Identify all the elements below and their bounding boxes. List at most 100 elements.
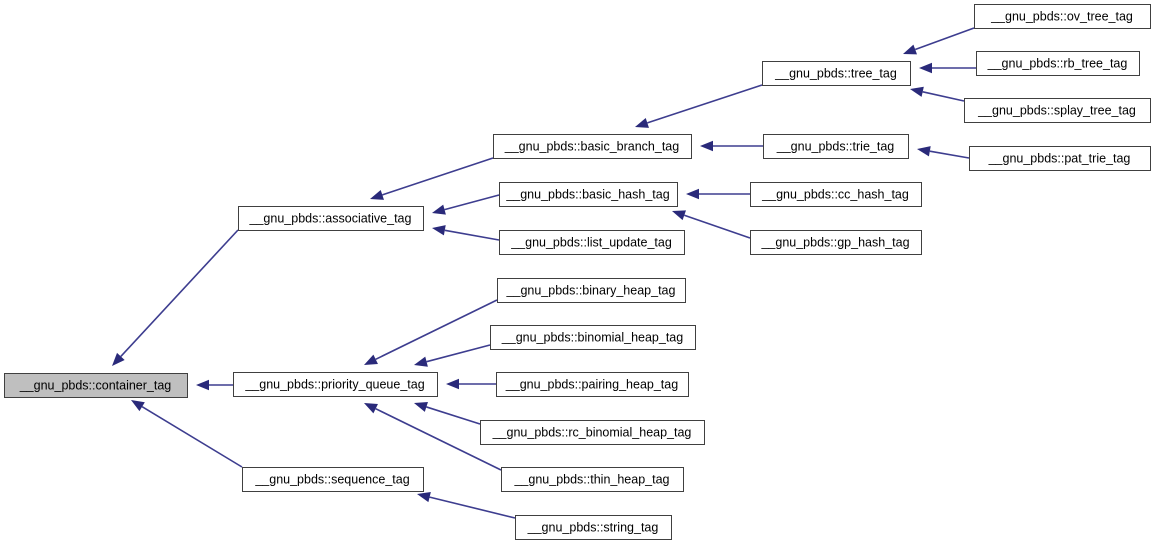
arrowhead-icon xyxy=(635,117,649,128)
node-ov_tree_tag[interactable]: __gnu_pbds::ov_tree_tag xyxy=(974,4,1151,29)
arrowhead-icon xyxy=(417,492,431,503)
node-box[interactable] xyxy=(750,230,922,255)
node-pairing_heap_tag[interactable]: __gnu_pbds::pairing_heap_tag xyxy=(496,372,689,397)
node-label: __gnu_pbds::trie_tag xyxy=(776,139,895,153)
node-label: __gnu_pbds::rb_tree_tag xyxy=(987,56,1128,70)
edge-line xyxy=(922,91,965,102)
node-box[interactable] xyxy=(493,134,692,159)
arrowhead-icon xyxy=(432,225,446,236)
node-rb_tree_tag[interactable]: __gnu_pbds::rb_tree_tag xyxy=(976,51,1140,76)
node-label: __gnu_pbds::rc_binomial_heap_tag xyxy=(492,425,692,439)
node-basic_branch_tag[interactable]: __gnu_pbds::basic_branch_tag xyxy=(493,134,692,159)
edge-line xyxy=(382,157,494,196)
edge-line xyxy=(375,299,498,361)
node-box[interactable] xyxy=(515,515,672,540)
edge-rb_tree_tag-to-tree_tag xyxy=(919,62,976,74)
node-label: __gnu_pbds::string_tag xyxy=(527,520,659,534)
node-label: __gnu_pbds::pat_trie_tag xyxy=(988,151,1131,165)
arrowhead-icon xyxy=(414,401,428,412)
arrowhead-icon xyxy=(364,354,378,365)
nodes-layer: __gnu_pbds::container_tag __gnu_pbds::ass… xyxy=(4,4,1151,540)
node-pat_trie_tag[interactable]: __gnu_pbds::pat_trie_tag xyxy=(969,146,1151,171)
node-box[interactable] xyxy=(490,325,696,350)
node-label: __gnu_pbds::cc_hash_tag xyxy=(761,187,909,201)
arrowhead-icon xyxy=(903,44,917,55)
edge-line xyxy=(426,344,491,363)
node-box[interactable] xyxy=(964,98,1151,123)
node-list_update_tag[interactable]: __gnu_pbds::list_update_tag xyxy=(499,230,685,255)
edge-line xyxy=(914,27,975,51)
edge-thin_heap_tag-to-priority_queue_tag xyxy=(364,403,502,471)
node-basic_hash_tag[interactable]: __gnu_pbds::basic_hash_tag xyxy=(499,182,678,207)
edge-ov_tree_tag-to-tree_tag xyxy=(903,27,975,55)
node-box[interactable] xyxy=(762,61,911,86)
node-box[interactable] xyxy=(969,146,1151,171)
node-label: __gnu_pbds::splay_tree_tag xyxy=(977,103,1136,117)
node-rc_binomial_heap_tag[interactable]: __gnu_pbds::rc_binomial_heap_tag xyxy=(480,420,705,445)
arrowhead-icon xyxy=(672,210,686,221)
node-cc_hash_tag[interactable]: __gnu_pbds::cc_hash_tag xyxy=(750,182,922,207)
arrowhead-icon xyxy=(364,403,378,414)
edge-line xyxy=(444,229,500,241)
node-box[interactable] xyxy=(499,230,685,255)
node-label: __gnu_pbds::binary_heap_tag xyxy=(506,283,676,297)
node-box[interactable] xyxy=(976,51,1140,76)
node-label: __gnu_pbds::associative_tag xyxy=(249,211,412,225)
edge-line xyxy=(120,229,239,358)
edge-cc_hash_tag-to-basic_hash_tag xyxy=(686,188,750,200)
node-box[interactable] xyxy=(974,4,1151,29)
arrowhead-icon xyxy=(131,400,145,412)
edge-tree_tag-to-basic_branch_tag xyxy=(635,84,763,128)
node-box[interactable] xyxy=(496,372,689,397)
node-associative_tag[interactable]: __gnu_pbds::associative_tag xyxy=(238,206,424,231)
node-box[interactable] xyxy=(242,467,424,492)
node-box[interactable] xyxy=(497,278,686,303)
edge-binomial_heap_tag-to-priority_queue_tag xyxy=(414,344,491,367)
node-thin_heap_tag[interactable]: __gnu_pbds::thin_heap_tag xyxy=(501,467,684,492)
node-gp_hash_tag[interactable]: __gnu_pbds::gp_hash_tag xyxy=(750,230,922,255)
node-box[interactable] xyxy=(4,373,188,398)
node-label: __gnu_pbds::basic_branch_tag xyxy=(504,139,679,153)
node-box[interactable] xyxy=(480,420,705,445)
node-box[interactable] xyxy=(233,372,438,397)
node-container_tag[interactable]: __gnu_pbds::container_tag xyxy=(4,373,188,398)
edge-gp_hash_tag-to-basic_hash_tag xyxy=(672,210,751,239)
node-label: __gnu_pbds::pairing_heap_tag xyxy=(505,377,678,391)
node-label: __gnu_pbds::priority_queue_tag xyxy=(244,377,424,391)
arrowhead-icon xyxy=(370,189,384,200)
node-splay_tree_tag[interactable]: __gnu_pbds::splay_tree_tag xyxy=(964,98,1151,123)
edge-line xyxy=(426,406,481,425)
edge-line xyxy=(375,407,502,471)
arrowhead-icon xyxy=(196,379,209,391)
node-box[interactable] xyxy=(763,134,909,159)
edges-layer xyxy=(112,27,976,519)
node-binary_heap_tag[interactable]: __gnu_pbds::binary_heap_tag xyxy=(497,278,686,303)
node-box[interactable] xyxy=(501,467,684,492)
arrowhead-icon xyxy=(700,140,713,152)
node-trie_tag[interactable]: __gnu_pbds::trie_tag xyxy=(763,134,909,159)
node-priority_queue_tag[interactable]: __gnu_pbds::priority_queue_tag xyxy=(233,372,438,397)
node-label: __gnu_pbds::ov_tree_tag xyxy=(990,9,1133,23)
node-tree_tag[interactable]: __gnu_pbds::tree_tag xyxy=(762,61,911,86)
edge-line xyxy=(429,496,516,519)
node-box[interactable] xyxy=(750,182,922,207)
arrowhead-icon xyxy=(446,378,459,390)
node-box[interactable] xyxy=(499,182,678,207)
edge-priority_queue_tag-to-container_tag xyxy=(196,379,233,391)
edge-line xyxy=(684,214,751,239)
edge-string_tag-to-sequence_tag xyxy=(417,492,516,519)
edge-sequence_tag-to-container_tag xyxy=(131,400,243,468)
node-binomial_heap_tag[interactable]: __gnu_pbds::binomial_heap_tag xyxy=(490,325,696,350)
node-label: __gnu_pbds::container_tag xyxy=(19,378,172,392)
arrowhead-icon xyxy=(686,188,699,200)
node-label: __gnu_pbds::gp_hash_tag xyxy=(760,235,909,249)
edge-rc_binomial_heap_tag-to-priority_queue_tag xyxy=(414,401,481,425)
node-string_tag[interactable]: __gnu_pbds::string_tag xyxy=(515,515,672,540)
node-sequence_tag[interactable]: __gnu_pbds::sequence_tag xyxy=(242,467,424,492)
edge-line xyxy=(141,406,243,468)
node-box[interactable] xyxy=(238,206,424,231)
edge-basic_branch_tag-to-associative_tag xyxy=(370,157,494,200)
arrowhead-icon xyxy=(917,146,931,157)
